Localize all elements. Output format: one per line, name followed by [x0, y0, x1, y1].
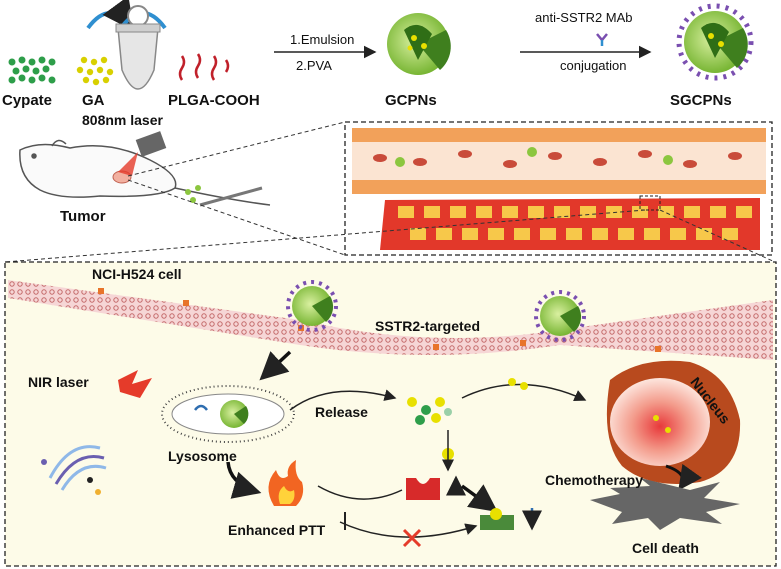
laser-device-icon [118, 131, 167, 176]
tumor-label: Tumor [60, 208, 106, 225]
sgcpns-label: SGCPNs [670, 92, 732, 109]
laser-label: 808nm laser [82, 112, 163, 128]
tumor-tissue [380, 195, 760, 250]
blood-vessel [352, 128, 766, 194]
cell-membrane [8, 280, 773, 360]
gcpn-particle [387, 13, 451, 75]
ga-dots [76, 56, 114, 86]
cell-line-label: NCI-H524 cell [92, 266, 182, 282]
lysosome [161, 385, 295, 443]
nir-laser-label: NIR laser [28, 374, 89, 390]
gcpns-label: GCPNs [385, 92, 437, 109]
bound-sgcpn-1 [286, 280, 338, 332]
dead-cell-icon [590, 478, 740, 530]
centrifuge-tube-icon [86, 0, 167, 90]
conjugation-label: conjugation [560, 58, 627, 73]
hsp90-active [406, 478, 440, 500]
sgcpn-particle [676, 3, 754, 81]
golgi-icon [41, 445, 107, 495]
mab-label: anti-SSTR2 MAb [535, 10, 633, 25]
release-label: Release [315, 404, 368, 420]
arrow-release [289, 389, 397, 411]
mouse-illustration [19, 139, 271, 206]
chemotherapy-label: Chemotherapy [545, 472, 644, 488]
released-drug [407, 397, 454, 460]
nucleus [606, 360, 741, 484]
syringe-icon [185, 185, 263, 207]
bound-sgcpn-2 [534, 290, 586, 342]
enhanced-ptt-label: Enhanced PTT [228, 522, 326, 538]
ga-label: GA [82, 92, 105, 109]
cell-death-label: Cell death [632, 540, 699, 556]
cypate-dots [8, 56, 56, 84]
inhibition-cross-icon [402, 528, 422, 548]
step-emulsion-label: 1.Emulsion [290, 32, 355, 47]
hsp90-inhibited [480, 515, 514, 530]
arrow-uptake [259, 350, 292, 381]
plga-squiggles [178, 53, 230, 81]
cypate-label: Cypate [2, 92, 53, 109]
antibody-icon [596, 33, 608, 46]
sstr2-targeted-label: SSTR2-targeted [375, 318, 481, 334]
nir-laser-icon [118, 370, 152, 398]
free-ga [508, 378, 528, 390]
step-pva-label: 2.PVA [296, 58, 332, 73]
plga-label: PLGA-COOH [168, 92, 260, 109]
lysosome-label: Lysosome [168, 448, 237, 464]
